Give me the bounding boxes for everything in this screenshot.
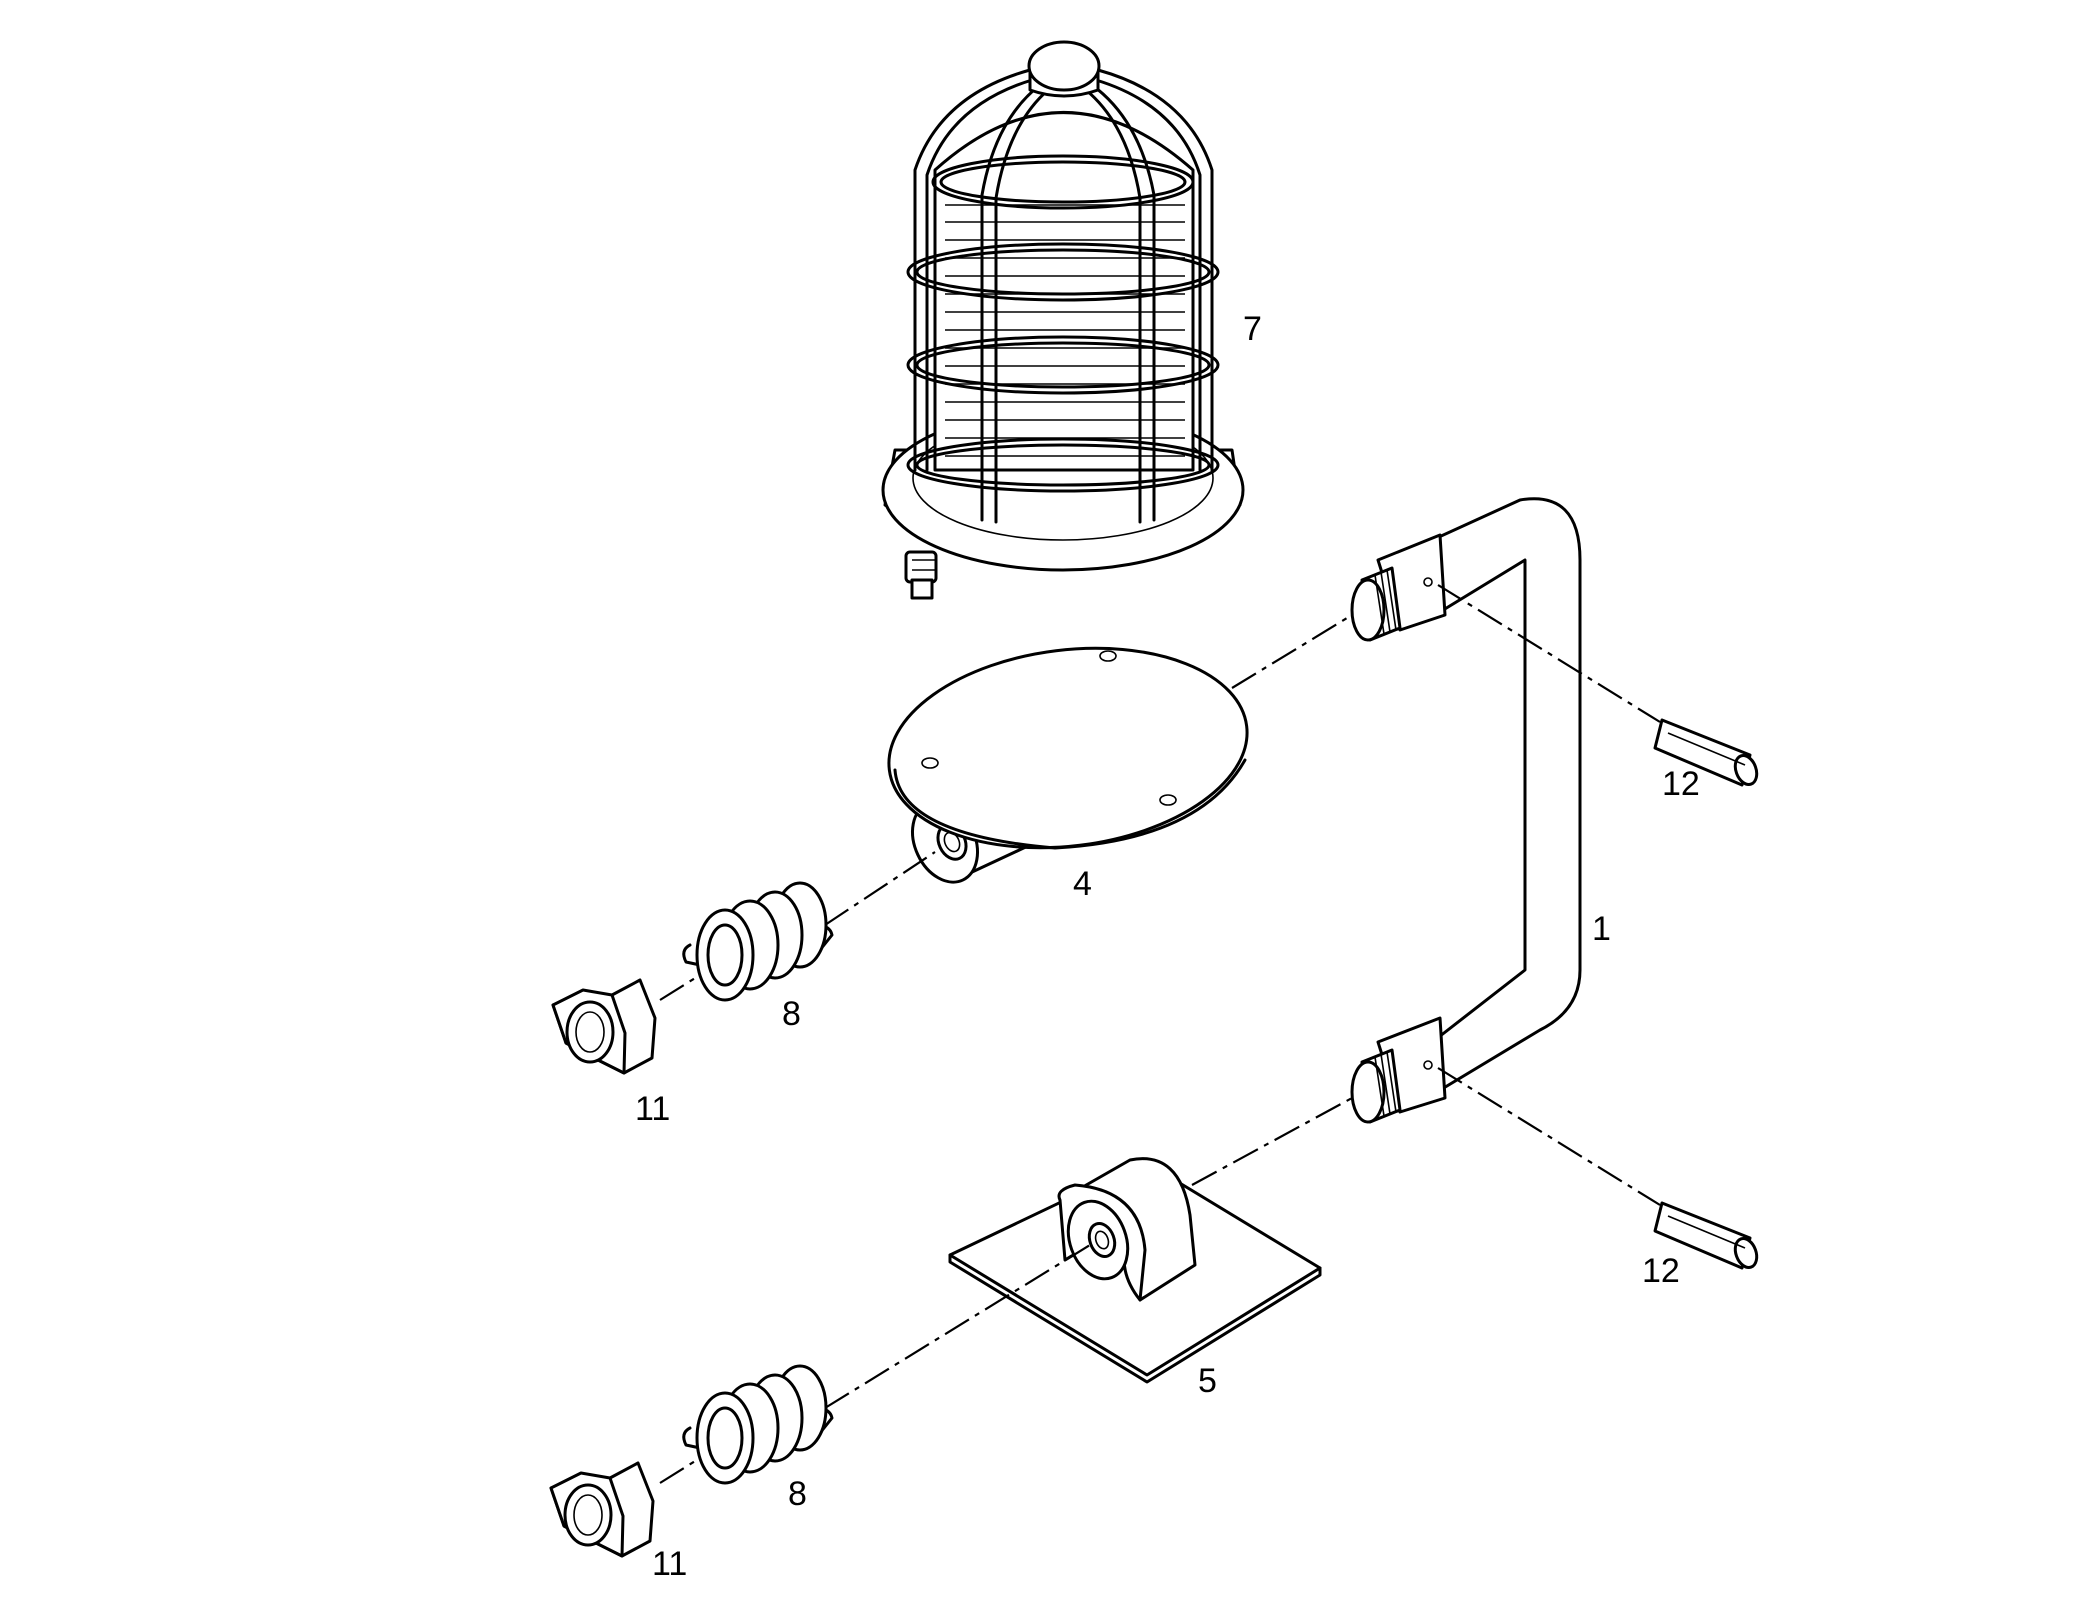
callout-labels: 7 4 1 12 12 5 8 8 11 11 — [635, 310, 1700, 1583]
lower-threaded-end — [1350, 1016, 1447, 1124]
callout-11-lower: 11 — [652, 1545, 687, 1583]
callout-8-lower: 8 — [788, 1475, 807, 1513]
part-8-spring-lower — [682, 1364, 834, 1485]
callout-7: 7 — [1243, 310, 1262, 348]
top-cap — [1027, 40, 1101, 98]
callout-11-upper: 11 — [635, 1090, 670, 1128]
part-7-light-fixture — [881, 40, 1245, 600]
callout-5: 5 — [1198, 1362, 1217, 1400]
cable-gland — [904, 550, 938, 600]
lug — [1057, 1157, 1197, 1302]
assembly-centerlines — [659, 584, 1661, 1484]
callout-12-lower: 12 — [1642, 1252, 1680, 1290]
callout-12-upper: 12 — [1662, 765, 1700, 803]
part-11-hex-nut-lower — [549, 1461, 655, 1558]
cage-rings — [906, 154, 1220, 493]
part-4-mounting-plate — [887, 646, 1249, 884]
callout-1: 1 — [1592, 910, 1611, 948]
part-11-hex-nut-upper — [551, 978, 657, 1075]
upper-threaded-end — [1350, 533, 1447, 642]
part-8-spring-upper — [682, 881, 834, 1002]
part-12-pin-upper — [1653, 718, 1759, 787]
part-5-base-plate — [948, 1157, 1322, 1384]
callout-4: 4 — [1073, 865, 1092, 903]
cage-bars — [913, 68, 1214, 524]
part-12-pin-lower — [1653, 1201, 1759, 1270]
callout-8-upper: 8 — [782, 995, 801, 1033]
part-1-conduit-pipe — [1350, 497, 1582, 1124]
